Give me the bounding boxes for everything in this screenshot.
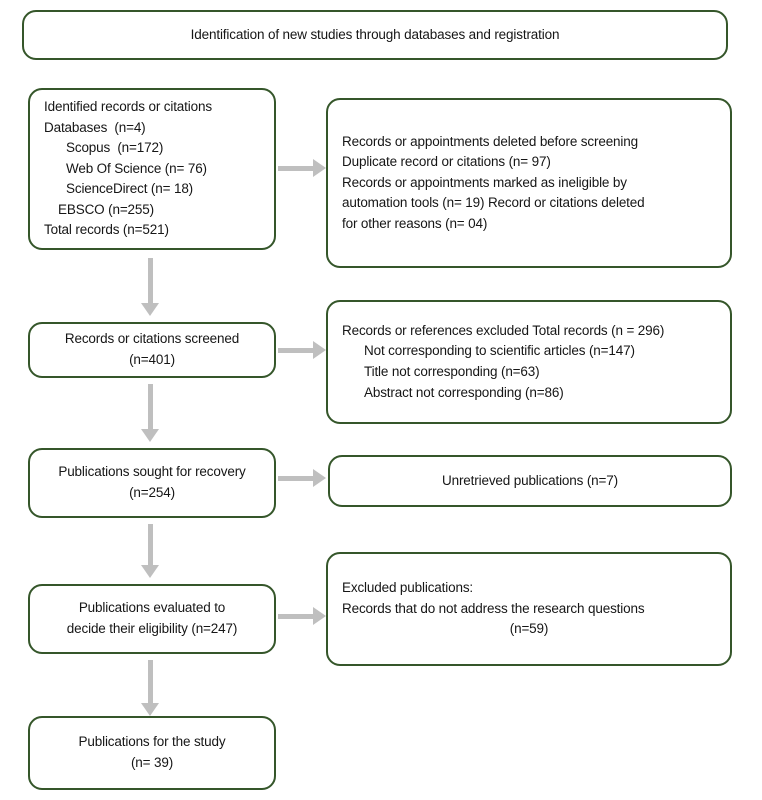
arrow-identified-to-screened [140,258,160,316]
arrow-sought-to-assessed [140,524,160,578]
unretrieved-publications-box: Unretrieved publications (n=7) [328,455,732,507]
total-records-label: Total records (n=521) [44,222,169,238]
publications-assessed-line-2: decide their eligibility (n=247) [66,621,238,636]
arrow-screened-to-excluded [278,340,326,360]
publications-included-line-1: Publications for the study [78,734,226,750]
publications-included-box: Publications for the study (n= 39) [28,716,276,790]
arrow-identified-to-removed [278,158,326,178]
removed-line-1: Records or appointments deleted before s… [342,133,638,149]
databases-count-label: Databases (n=4) [44,119,146,135]
records-screened-count: (n=401) [129,352,175,367]
title-banner-text: Identification of new studies through da… [190,26,560,42]
removed-line-3: Records or appointments marked as inelig… [342,174,627,190]
publications-sought-box: Publications sought for recovery (n=254) [28,448,276,518]
arrow-sought-to-unretrieved [278,468,326,488]
source-ebsco: EBSCO (n=255) [58,201,154,217]
identified-records-heading: Identified records or citations [44,99,212,115]
removed-line-4: automation tools (n= 19) Record or citat… [342,195,645,211]
removed-line-5: for other reasons (n= 04) [342,215,488,231]
excluded-publications-box: Excluded publications: Records that do n… [326,552,732,666]
identified-records-box: Identified records or citations Database… [28,88,276,250]
records-screened-box: Records or citations screened (n=401) [28,322,276,378]
arrow-screened-to-sought [140,384,160,442]
records-excluded-box: Records or references excluded Total rec… [326,300,732,424]
removed-line-2: Duplicate record or citations (n= 97) [342,154,551,170]
publications-included-count: (n= 39) [130,755,174,770]
arrow-assessed-to-excluded [278,606,326,626]
publications-assessed-line-1: Publications evaluated to [78,600,226,616]
unretrieved-publications-text: Unretrieved publications (n=7) [442,472,618,488]
source-scopus: Scopus (n=172) [66,140,164,156]
excluded-reason-3: Abstract not corresponding (n=86) [364,384,564,400]
excluded-publications-line-1: Excluded publications: [342,580,474,596]
excluded-reason-2: Title not corresponding (n=63) [364,364,540,379]
records-removed-box: Records or appointments deleted before s… [326,98,732,268]
publications-sought-line-1: Publications sought for recovery [58,464,246,480]
source-sciencedirect: ScienceDirect (n= 18) [66,181,194,197]
title-banner-box: Identification of new studies through da… [22,10,728,60]
excluded-publications-count: (n=59) [509,621,549,637]
excluded-publications-line-2: Records that do not address the research… [342,600,645,616]
source-web-of-science: Web Of Science (n= 76) [66,160,207,176]
excluded-reason-1: Not corresponding to scientific articles… [364,343,635,359]
records-excluded-header: Records or references excluded Total rec… [342,322,665,338]
records-screened-line-1: Records or citations screened [64,331,240,347]
publications-assessed-box: Publications evaluated to decide their e… [28,584,276,654]
arrow-assessed-to-included [140,660,160,716]
publications-sought-count: (n=254) [129,485,175,500]
